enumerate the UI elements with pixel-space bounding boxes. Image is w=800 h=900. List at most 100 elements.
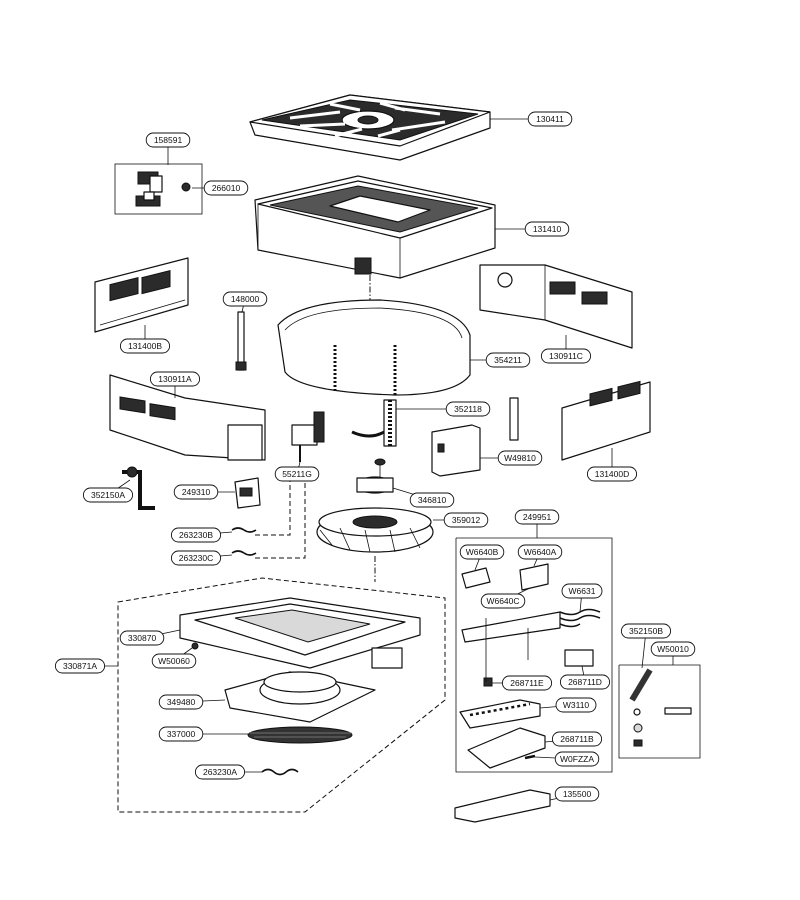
callout-bubble [151, 653, 197, 669]
callout-bubble [527, 111, 573, 127]
callout-bubble [158, 726, 204, 742]
part-number-label: 55211G [282, 469, 312, 479]
part-number-label: W50010 [657, 644, 689, 654]
part-number-label: 263230A [203, 767, 237, 777]
callout-bubble [158, 694, 204, 710]
callout-bubble [524, 221, 570, 237]
part-148000-rod [235, 311, 247, 371]
callout-bubble [517, 544, 563, 560]
callout-337000: 337000 [158, 726, 248, 742]
wire-263230B [255, 480, 291, 536]
callout-bubble [170, 527, 222, 543]
part-131410-chassis [254, 175, 496, 300]
part-55211G-valve [291, 411, 325, 462]
part-number-label: 337000 [167, 729, 196, 739]
part-number-label: W6640A [524, 547, 557, 557]
callout-bubble [650, 641, 696, 657]
part-number-label: W50060 [158, 656, 190, 666]
part-number-label: 130411 [536, 114, 564, 124]
part-number-label: W6640B [466, 547, 499, 557]
callout-bubble [554, 751, 600, 767]
callout-bubble [501, 675, 553, 691]
part-330871A-panel-assembly [117, 577, 446, 813]
part-135500-bracket [454, 789, 551, 823]
callout-W6640A: W6640A [517, 544, 563, 567]
callout-bubble [514, 509, 560, 525]
part-number-label: 148000 [231, 294, 260, 304]
part-number-label: 263230B [179, 530, 213, 540]
callout-W49810: W49810 [480, 450, 543, 466]
part-number-label: 359012 [452, 515, 481, 525]
callout-bubble [555, 697, 597, 713]
part-W49810-cover [431, 397, 519, 477]
callout-bubble [149, 371, 201, 387]
part-352118-heat-exchanger [351, 399, 397, 447]
callout-bubble [54, 658, 106, 674]
part-number-label: 346810 [418, 495, 447, 505]
part-130411-grille [249, 94, 491, 161]
part-158591-bracket-set [114, 163, 203, 215]
callout-349480: 349480 [158, 694, 226, 710]
callout-bubble [540, 348, 592, 364]
part-number-label: 268711D [568, 677, 602, 687]
part-number-label: 352150B [629, 626, 663, 636]
callout-bubble [620, 623, 672, 639]
callout-268711B: 268711B [544, 731, 603, 747]
part-346810-motor [356, 458, 394, 494]
callout-bubble [119, 338, 171, 354]
callout-bubble [561, 583, 603, 599]
part-354211-insulation [277, 299, 471, 396]
part-number-label: 266010 [212, 183, 241, 193]
part-number-label: 131400B [128, 341, 162, 351]
callout-bubble [586, 466, 638, 482]
callout-268711D: 268711D [559, 665, 611, 690]
callout-W6640C: W6640C [480, 587, 531, 609]
part-number-label: 268711E [510, 678, 544, 688]
callout-131410: 131410 [495, 221, 570, 237]
callout-bubble [82, 487, 134, 503]
part-249310-bracket [234, 477, 261, 509]
part-number-label: 263230C [179, 553, 214, 563]
part-number-label: W6631 [569, 586, 596, 596]
part-W50010-group [618, 664, 701, 759]
callout-bubble [194, 764, 246, 780]
callout-130911A: 130911A [149, 371, 201, 398]
part-number-label: 131400D [595, 469, 630, 479]
callout-bubble [459, 544, 505, 560]
part-352150A-pipe [122, 466, 155, 510]
callout-W0FZZA: W0FZZA [534, 751, 600, 767]
part-number-label: 268711B [560, 734, 594, 744]
callout-359012: 359012 [433, 512, 489, 528]
callout-bubble [119, 630, 165, 646]
callout-bubble [222, 291, 268, 307]
callout-layer: 130411158591266010131410148000131400B130… [54, 111, 696, 802]
callout-354211: 354211 [470, 352, 531, 368]
callout-bubble [274, 466, 320, 482]
part-130911A-panel [109, 374, 266, 461]
callout-330871A: 330871A [54, 658, 118, 674]
callout-352150A: 352150A [82, 479, 134, 503]
part-number-label: 330871A [63, 661, 97, 671]
callout-W6631: W6631 [561, 583, 603, 613]
wire-263230C [255, 470, 306, 559]
part-number-label: 131410 [533, 224, 562, 234]
callout-bubble [170, 550, 222, 566]
callout-352150B: 352150B [620, 623, 672, 669]
callout-bubble [554, 786, 600, 802]
callout-bubble [173, 484, 219, 500]
callout-W50060: W50060 [151, 647, 197, 669]
callout-bubble [145, 132, 191, 148]
callout-W50010: W50010 [650, 641, 696, 665]
callout-bubble [559, 674, 611, 690]
callout-W3110: W3110 [539, 697, 597, 713]
callout-bubble [409, 492, 455, 508]
callout-135500: 135500 [549, 786, 600, 802]
part-131400D-panel [561, 380, 651, 461]
callout-249310: 249310 [173, 484, 235, 500]
part-number-label: 352150A [91, 490, 125, 500]
part-359012-fan [316, 507, 434, 553]
callout-131400D: 131400D [586, 448, 638, 482]
callout-bubble [443, 512, 489, 528]
callout-268711E: 268711E [492, 675, 553, 691]
